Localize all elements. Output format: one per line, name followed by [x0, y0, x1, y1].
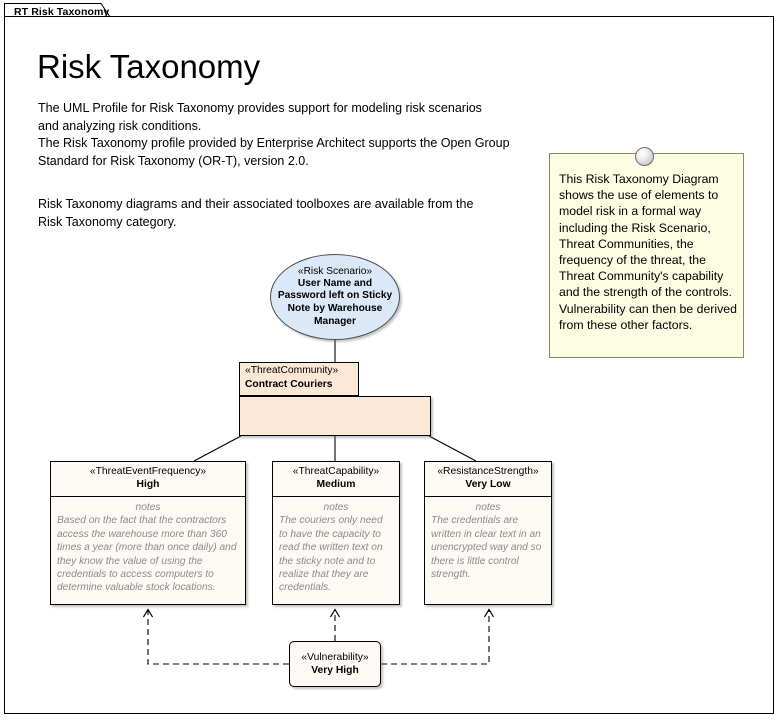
threat-capability-stereotype: «ThreatCapability»: [292, 466, 380, 477]
threat-capability-notes: The couriers only need to have the capac…: [279, 515, 383, 594]
diagram-note-text: This Risk Taxonomy Diagram shows the use…: [559, 172, 737, 332]
resistance-strength-header: «ResistanceStrength» Very Low: [425, 462, 551, 498]
threat-capability-name: Medium: [316, 478, 356, 490]
threat-community-stereotype: «ThreatCommunity»: [245, 365, 339, 376]
resistance-strength-notes: The credentials are written in clear tex…: [431, 515, 542, 581]
vulnerability-node[interactable]: «Vulnerability» Very High: [289, 641, 381, 687]
diagram-tab-label: RT Risk Taxonomy: [14, 6, 110, 18]
intro-paragraph: The UML Profile for Risk Taxonomy provid…: [38, 101, 510, 168]
threat-event-frequency-stereotype: «ThreatEventFrequency»: [89, 466, 207, 477]
page-title: Risk Taxonomy: [37, 48, 261, 85]
threat-capability-notes-label: notes: [323, 502, 349, 514]
threat-capability-header: «ThreatCapability» Medium: [273, 462, 399, 498]
resistance-strength-stereotype: «ResistanceStrength»: [437, 466, 539, 477]
threat-event-frequency-node[interactable]: «ThreatEventFrequency» High notes Based …: [50, 461, 246, 605]
threat-community-body[interactable]: [239, 396, 431, 436]
threat-event-frequency-notes-label: notes: [135, 502, 161, 514]
risk-scenario-name: User Name and Password left on Sticky No…: [277, 277, 393, 327]
threat-event-frequency-notes: Based on the fact that the contractors a…: [57, 515, 237, 594]
threat-event-frequency-name: High: [136, 478, 160, 490]
resistance-strength-name: Very Low: [465, 478, 511, 490]
threat-community-node[interactable]: «ThreatCommunity» Contract Couriers: [239, 362, 359, 396]
resistance-strength-notes-label: notes: [475, 502, 501, 514]
note-pin-icon: [635, 147, 654, 166]
vulnerability-stereotype: «Vulnerability»: [301, 652, 369, 663]
vulnerability-name: Very High: [311, 665, 359, 676]
risk-scenario-stereotype: «Risk Scenario»: [297, 265, 373, 277]
threat-event-frequency-header: «ThreatEventFrequency» High: [51, 462, 245, 498]
threat-community-name: Contract Couriers: [245, 379, 333, 390]
risk-scenario-node[interactable]: «Risk Scenario» User Name and Password l…: [270, 254, 400, 340]
threat-capability-node[interactable]: «ThreatCapability» Medium notes The cour…: [272, 461, 400, 605]
toolbox-paragraph: Risk Taxonomy diagrams and their associa…: [38, 197, 474, 229]
resistance-strength-node[interactable]: «ResistanceStrength» Very Low notes The …: [424, 461, 552, 605]
diagram-note[interactable]: This Risk Taxonomy Diagram shows the use…: [549, 153, 744, 358]
